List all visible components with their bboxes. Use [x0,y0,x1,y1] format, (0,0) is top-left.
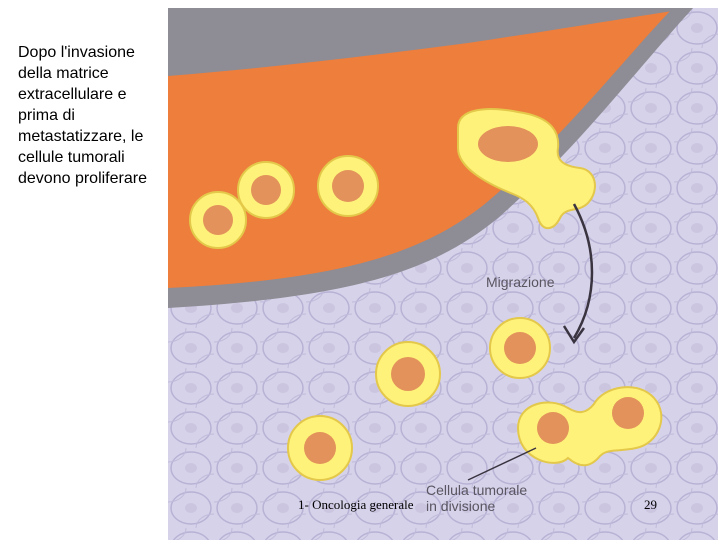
circulating-tumor-cell [238,162,294,218]
tumor-migration-illustration: Migrazione Cellula tumorale in divisione [168,8,718,540]
page-number: 29 [644,497,657,513]
tissue-tumor-cell [490,318,550,378]
illustration-svg [168,8,718,540]
tissue-tumor-cell [288,416,352,480]
tissue-tumor-cell [376,342,440,406]
slide-body-text: Dopo l'invasione della matrice extracell… [18,42,158,189]
footer-course: 1- Oncologia generale [298,497,414,513]
dividing-cell-label-line1: Cellula tumorale [426,482,527,498]
dividing-cell-label-line2: in divisione [426,498,495,514]
migration-label: Migrazione [486,274,554,290]
circulating-tumor-cell [190,192,246,248]
circulating-tumor-cell [318,156,378,216]
